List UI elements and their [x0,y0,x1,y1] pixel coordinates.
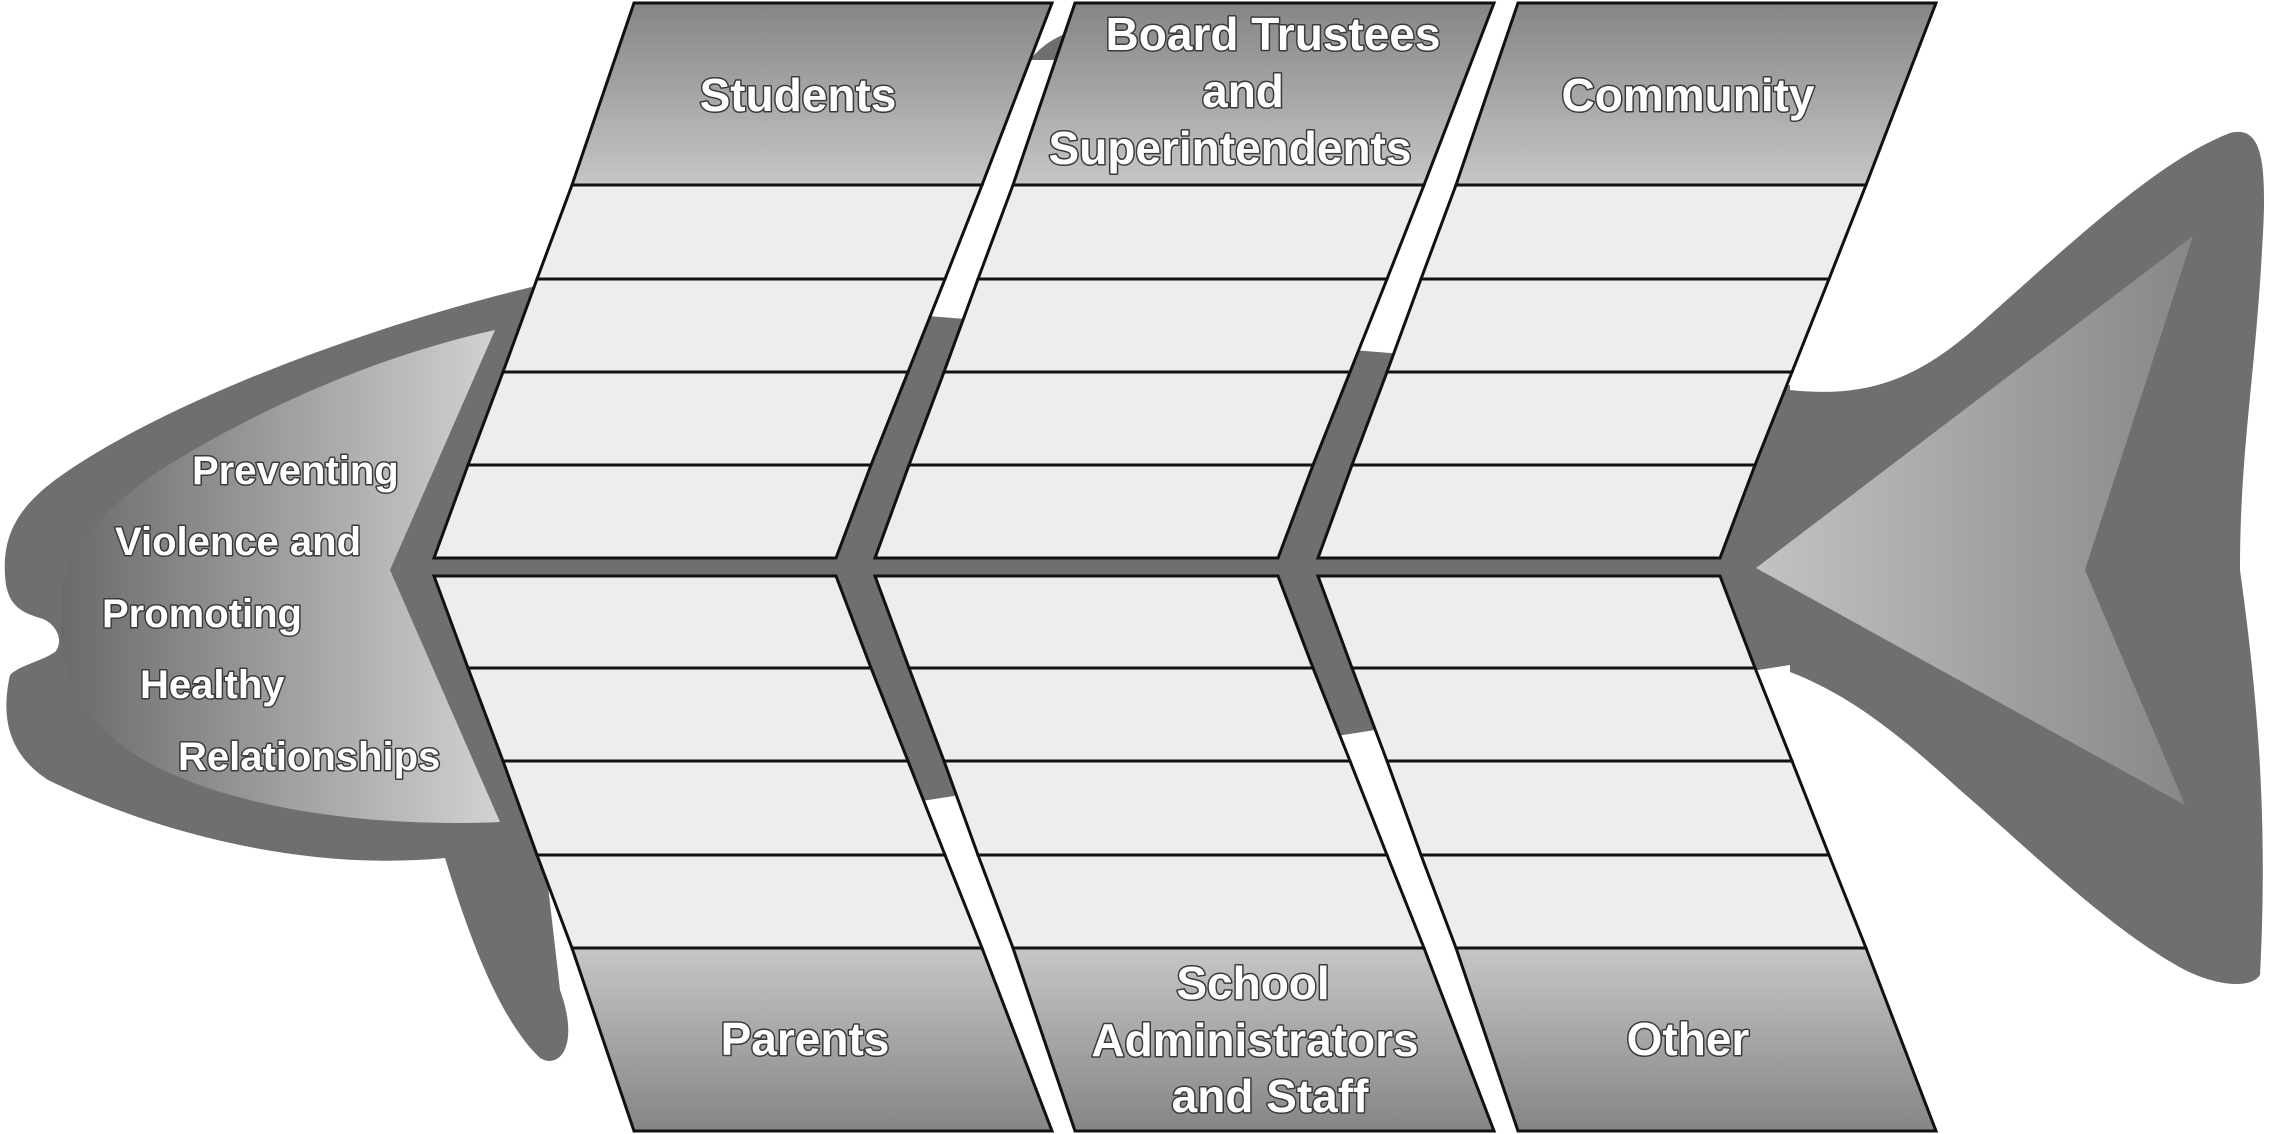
entry-slot[interactable] [431,574,874,670]
branch-school-administrators: School Administrators and Staff [872,574,1497,1133]
entry-slot[interactable] [500,759,948,857]
entry-slot[interactable] [1418,853,1869,950]
entry-slot[interactable] [1349,666,1795,763]
entry-slot[interactable] [906,666,1353,763]
entry-slot[interactable] [975,853,1427,950]
entry-slot[interactable] [500,277,948,374]
entry-slot[interactable] [465,666,911,763]
entry-slot[interactable] [1349,370,1795,467]
entry-slot[interactable] [941,277,1390,374]
entry-slot[interactable] [534,853,985,950]
entry-slot[interactable] [1315,574,1758,670]
entry-slot[interactable] [431,463,874,560]
fish-head [61,330,500,824]
head-label-line: Relationships [178,735,440,779]
category-label-students: Students [700,69,897,121]
category-label-community: Community [1562,69,1815,121]
entry-slot[interactable] [465,370,911,467]
tail-fin [1756,236,2193,805]
head-label-line: Preventing [192,449,399,493]
head-label: Preventing Violence and Promoting Health… [101,448,442,781]
category-label-board-trustees: Board Trustees [1106,8,1441,60]
entry-slot[interactable] [1384,759,1832,857]
entry-slot[interactable] [975,183,1427,281]
entry-slot[interactable] [1418,183,1869,281]
head-label-line: Violence and [115,520,361,564]
entry-slot[interactable] [1384,277,1832,374]
category-label-board-trustees: Superintendents [1049,122,1412,174]
entry-slot[interactable] [534,183,985,281]
category-label-board-trustees: and [1202,65,1284,117]
entry-slot[interactable] [941,759,1390,857]
category-label-school-administrators: and Staff [1172,1070,1369,1122]
branch-other: Other [1315,574,1939,1133]
category-label-parents: Parents [721,1013,890,1065]
head-label-line: Healthy [140,663,285,707]
category-header-school-administrators [1010,946,1497,1133]
category-header-parents [569,946,1055,1133]
branch-parents: Parents [431,574,1055,1133]
entry-slot[interactable] [1315,463,1758,560]
head-label-line: Promoting [102,592,302,636]
entry-slot[interactable] [872,463,1316,560]
category-header-other [1453,946,1939,1133]
entry-slot[interactable] [872,574,1316,670]
branch-board-trustees: Board Trustees and Superintendents [872,1,1497,560]
category-label-other: Other [1627,1013,1750,1065]
fish-body [4,285,1791,1061]
branch-students: Students [431,1,1055,560]
category-label-school-administrators: School [1176,957,1329,1009]
category-label-school-administrators: Administrators [1091,1014,1418,1066]
entry-slot[interactable] [906,370,1353,467]
branch-community: Community [1315,1,1939,560]
